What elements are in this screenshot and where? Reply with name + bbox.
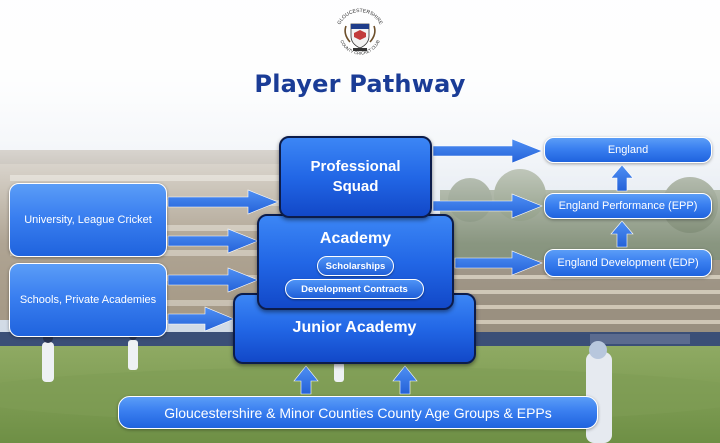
schools-box: Schools, Private Academies	[9, 263, 167, 337]
arrow-edp-to-epp	[610, 220, 634, 248]
arrow-professional-to-epp	[432, 193, 543, 219]
page-title: Player Pathway	[254, 70, 466, 98]
professional-squad-line1: Professional	[310, 158, 401, 175]
crest-icon	[344, 23, 376, 51]
england-performance-box: England Performance (EPP)	[544, 193, 712, 219]
arrow-schools-to-academy	[167, 267, 259, 293]
county-age-groups-label: Gloucestershire & Minor Counties County …	[164, 404, 552, 421]
professional-squad-box: Professional Squad	[279, 136, 432, 218]
arrow-county-to-junior-left	[293, 365, 319, 395]
county-age-groups-box: Gloucestershire & Minor Counties County …	[118, 396, 598, 429]
development-contracts-badge: Development Contracts	[285, 279, 424, 299]
scholarships-label: Scholarships	[325, 260, 386, 272]
professional-squad-line2: Squad	[332, 178, 379, 195]
junior-academy-label: Junior Academy	[292, 319, 417, 336]
arrow-academy-to-edp	[454, 250, 543, 276]
arrow-epp-to-england	[610, 164, 634, 192]
england-box: England	[544, 137, 712, 163]
development-contracts-label: Development Contracts	[301, 283, 408, 295]
academy-label: Academy	[319, 230, 392, 247]
arrow-university-to-professional	[167, 189, 279, 215]
england-development-label: England Development (EDP)	[557, 257, 699, 269]
arrow-schools-to-junior	[167, 306, 235, 332]
schools-label: Schools, Private Academies	[19, 294, 157, 306]
club-crest-logo: GLOUCESTERSHIRE COUNTY CRICKET CLUB	[336, 8, 383, 56]
university-label: University, League Cricket	[24, 214, 152, 226]
arrow-university-to-academy	[167, 228, 259, 254]
arrow-county-to-junior-right	[392, 365, 418, 395]
university-box: University, League Cricket	[9, 183, 167, 257]
england-development-box: England Development (EDP)	[544, 249, 712, 277]
scholarships-badge: Scholarships	[317, 256, 394, 276]
england-performance-label: England Performance (EPP)	[558, 200, 698, 212]
england-label: England	[607, 144, 649, 156]
arrow-professional-to-england	[432, 138, 543, 164]
